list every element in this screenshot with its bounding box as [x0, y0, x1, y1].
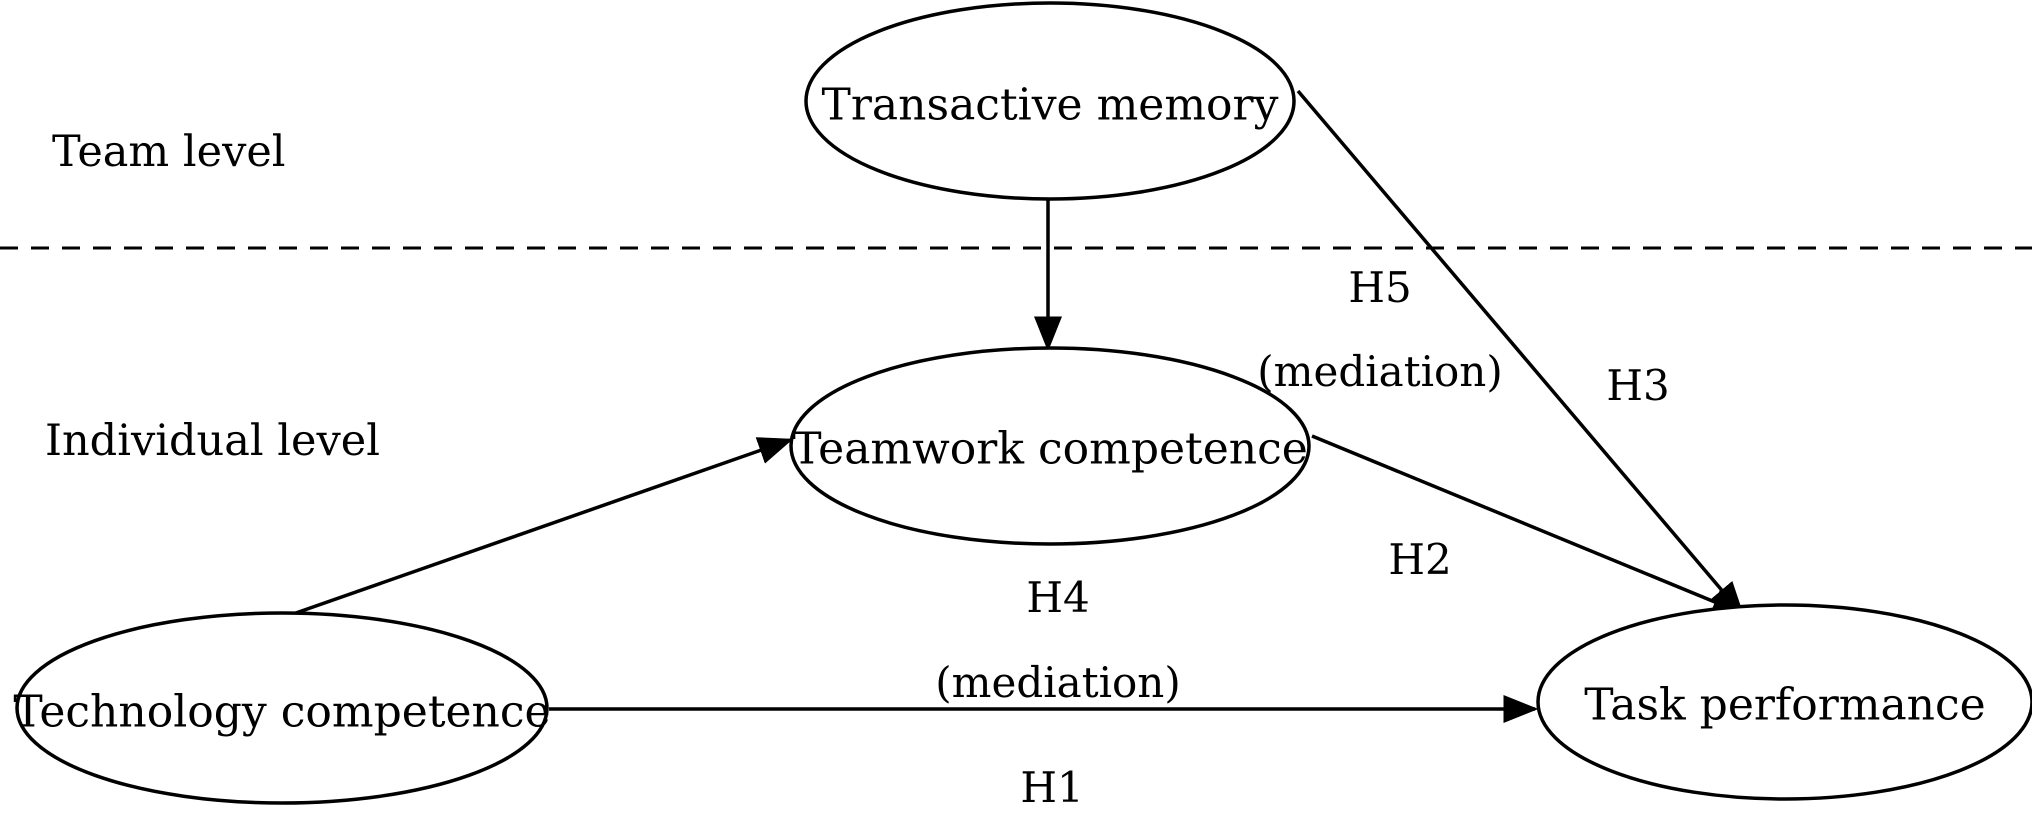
- node-transactive-memory: Transactive memory: [804, 1, 1296, 201]
- node-label-technology-competence: Technology competence: [13, 687, 550, 738]
- individual-level-label: Individual level: [45, 416, 380, 466]
- h4-mediation-note: (mediation): [935, 658, 1180, 707]
- edge-transactive-to-task-h3: [1296, 89, 1745, 617]
- h1-label: H1: [1020, 763, 1083, 812]
- h3-label: H3: [1606, 361, 1669, 410]
- edge-technology-to-teamwork: [292, 437, 794, 616]
- node-label-task-performance: Task performance: [1584, 680, 1985, 731]
- h2-label: H2: [1388, 535, 1451, 584]
- node-label-teamwork-competence: Teamwork competence: [792, 424, 1308, 475]
- h5-label: H5: [1348, 263, 1411, 312]
- node-task-performance: Task performance: [1536, 603, 2032, 801]
- edge-teamwork-to-task-h2: [1311, 434, 1748, 616]
- h4-label: H4: [1026, 573, 1089, 622]
- node-technology-competence: Technology competence: [13, 611, 551, 805]
- team-level-label: Team level: [52, 127, 286, 177]
- node-label-transactive-memory: Transactive memory: [822, 80, 1279, 131]
- node-teamwork-competence: Teamwork competence: [789, 346, 1311, 546]
- h5-mediation-note: (mediation): [1257, 347, 1502, 396]
